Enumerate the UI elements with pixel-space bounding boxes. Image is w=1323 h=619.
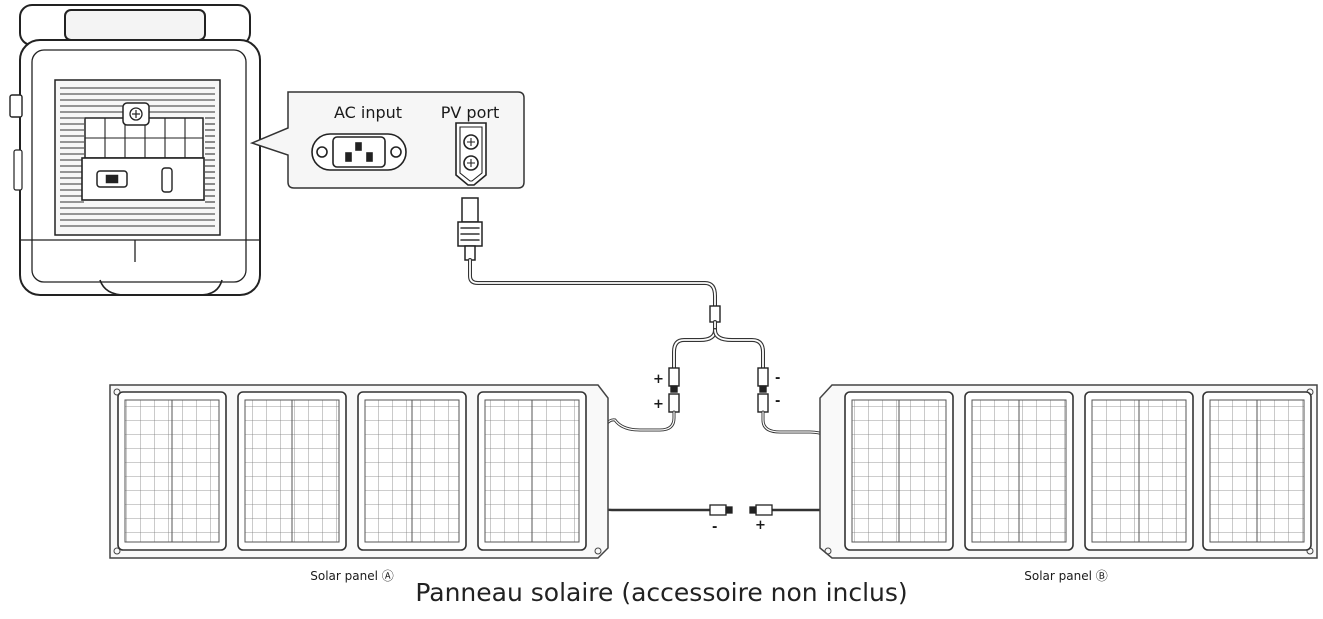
power-station [9,4,261,296]
solar-panel-a [109,384,609,559]
station-pv-port-icon [161,167,173,193]
port-callout: AC input PV port [249,91,525,189]
polarity-y-top-right: - [775,371,780,386]
polarity-y-bottom-left: + [653,397,664,412]
polarity-marks: + + - - - + [653,371,780,535]
series-connectors [709,504,773,516]
station-handle-grip [64,9,206,41]
polarity-y-bottom-right: - [775,394,780,409]
y-branch-connectors [668,367,769,413]
solar-panel-b-label: Solar panel Ⓑ [1024,569,1108,583]
solar-panel-a-label: Solar panel Ⓐ [310,569,394,583]
polarity-mid-left: - [712,520,717,535]
polarity-y-top-left: + [653,372,664,387]
ac-socket-icon [311,133,407,171]
pv-port-icon [455,122,487,186]
pv-plug [457,197,483,261]
caption: Panneau solaire (accessoire non inclus) [415,578,908,607]
ac-input-label: AC input [334,103,402,122]
solar-panel-b [819,384,1318,559]
pv-port-label: PV port [441,103,499,122]
polarity-mid-right: + [755,518,766,533]
